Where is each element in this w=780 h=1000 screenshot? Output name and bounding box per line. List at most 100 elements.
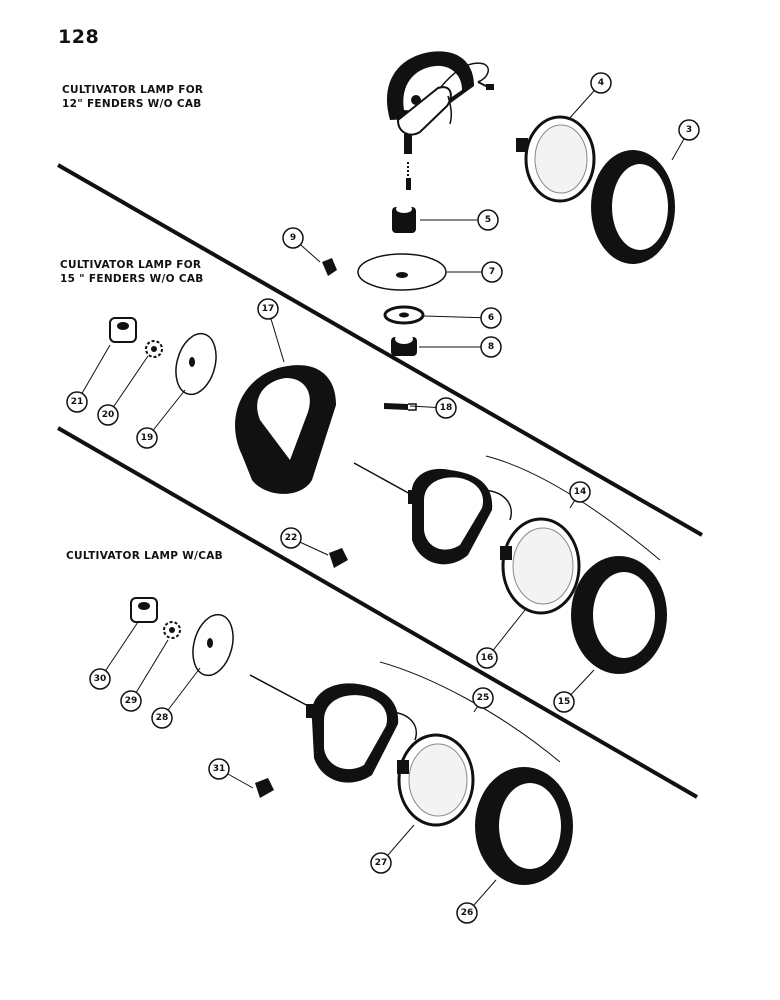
callout-29: 29 — [120, 639, 169, 712]
callout-17: 17 — [257, 298, 285, 363]
top-lamp-housing — [386, 51, 494, 190]
callout-circle — [435, 397, 457, 419]
middle-sealed-beam-lamp — [500, 517, 581, 615]
callout-25: 25 — [472, 687, 494, 713]
callout-leader-line — [423, 315, 492, 319]
callout-19: 19 — [136, 389, 186, 449]
top-lamp-bezel — [591, 150, 675, 264]
middle-lock-washer — [145, 340, 163, 358]
callout-number: 27 — [375, 858, 388, 868]
bottom-nut — [130, 597, 158, 623]
callout-28: 28 — [151, 667, 201, 729]
callout-leader-line — [130, 639, 169, 702]
bottom-sealed-beam-lamp — [397, 733, 475, 827]
callout-circle — [481, 261, 503, 283]
callout-circle — [477, 209, 499, 231]
callout-circle — [97, 404, 119, 426]
section-label-line: CULTIVATOR LAMP W/CAB — [66, 550, 223, 562]
callout-3: 3 — [671, 119, 700, 161]
callout-number: 26 — [461, 908, 474, 918]
callout-number: 7 — [489, 267, 495, 277]
callout-20: 20 — [97, 355, 149, 426]
callouts-layer: 3 4 5 6 7 8 9 14 15 16 17 18 19 20 21 22 25 26 27 28 29 30 31 — [66, 72, 700, 924]
section-label-12in-fenders: CULTIVATOR LAMP FOR 12" FENDERS W/O CAB — [62, 83, 203, 111]
bottom-lock-washer — [163, 621, 181, 639]
bottom-assembly-bracket — [379, 661, 561, 763]
callout-21: 21 — [66, 344, 111, 413]
callout-26: 26 — [456, 879, 497, 924]
callout-30: 30 — [89, 621, 139, 690]
callout-circle — [456, 902, 478, 924]
callout-number: 5 — [485, 215, 491, 225]
callout-number: 16 — [481, 653, 494, 663]
section-label-line: CULTIVATOR LAMP FOR — [62, 84, 204, 96]
callout-leader-line — [76, 344, 111, 403]
callout-circle — [569, 481, 591, 503]
callout-circle — [257, 298, 279, 320]
callout-circle — [89, 668, 111, 690]
callout-number: 28 — [156, 713, 169, 723]
top-connector — [322, 258, 337, 276]
callout-circle — [120, 690, 142, 712]
callout-circle — [151, 707, 173, 729]
callout-circle — [476, 647, 498, 669]
callout-leader-line — [99, 621, 139, 680]
callout-number: 8 — [488, 342, 494, 352]
callout-circle — [280, 527, 302, 549]
top-spacer — [392, 205, 416, 233]
callout-9: 9 — [282, 227, 321, 263]
bottom-mounting-plate — [192, 613, 234, 677]
callout-circle — [208, 758, 230, 780]
callout-circle — [136, 427, 158, 449]
middle-lamp-housing-small — [353, 462, 512, 565]
callout-circle — [472, 687, 494, 709]
callout-circle — [370, 852, 392, 874]
callout-number: 22 — [285, 533, 298, 543]
callout-31: 31 — [208, 758, 254, 789]
section-label-line: 15 " FENDERS W/O CAB — [60, 273, 204, 285]
section-divider-bottom — [56, 426, 699, 799]
section-label-with-cab: CULTIVATOR LAMP W/CAB — [66, 549, 223, 563]
middle-screw — [384, 403, 417, 411]
callout-22: 22 — [280, 527, 329, 556]
callout-number: 4 — [598, 78, 604, 88]
callout-number: 6 — [488, 313, 494, 323]
callout-5: 5 — [420, 209, 499, 231]
middle-lamp-housing-large — [235, 365, 336, 494]
top-mounting-plate — [357, 253, 447, 291]
callout-circle — [480, 336, 502, 358]
callout-number: 29 — [125, 696, 138, 706]
section-label-line: 12" FENDERS W/O CAB — [62, 98, 202, 110]
callout-8: 8 — [419, 336, 502, 358]
callout-circle — [553, 691, 575, 713]
callout-6: 6 — [423, 307, 502, 329]
callout-number: 3 — [686, 125, 692, 135]
callout-4: 4 — [567, 72, 612, 121]
callout-circle — [480, 307, 502, 329]
callout-number: 9 — [290, 233, 296, 243]
callout-number: 20 — [102, 410, 115, 420]
callout-leader-line — [107, 355, 149, 416]
bottom-lamp-bezel — [475, 767, 573, 885]
callout-number: 25 — [477, 693, 490, 703]
callout-number: 19 — [141, 433, 154, 443]
middle-lamp-bezel — [571, 556, 667, 674]
callout-7: 7 — [447, 261, 503, 283]
callout-15: 15 — [553, 669, 595, 713]
page-number: 128 — [58, 26, 100, 48]
middle-mounting-plate — [175, 332, 217, 396]
callout-14: 14 — [569, 481, 591, 509]
callout-circle — [678, 119, 700, 141]
callout-18: 18 — [409, 397, 457, 419]
callout-circle — [282, 227, 304, 249]
callout-number: 15 — [558, 697, 571, 707]
top-sealed-beam-lamp — [516, 115, 596, 203]
callout-27: 27 — [370, 824, 415, 874]
callout-circle — [590, 72, 612, 94]
top-nut — [391, 334, 417, 356]
callout-number: 21 — [71, 397, 84, 407]
callout-number: 14 — [574, 487, 587, 497]
callout-16: 16 — [476, 609, 526, 669]
middle-connector — [329, 548, 348, 568]
